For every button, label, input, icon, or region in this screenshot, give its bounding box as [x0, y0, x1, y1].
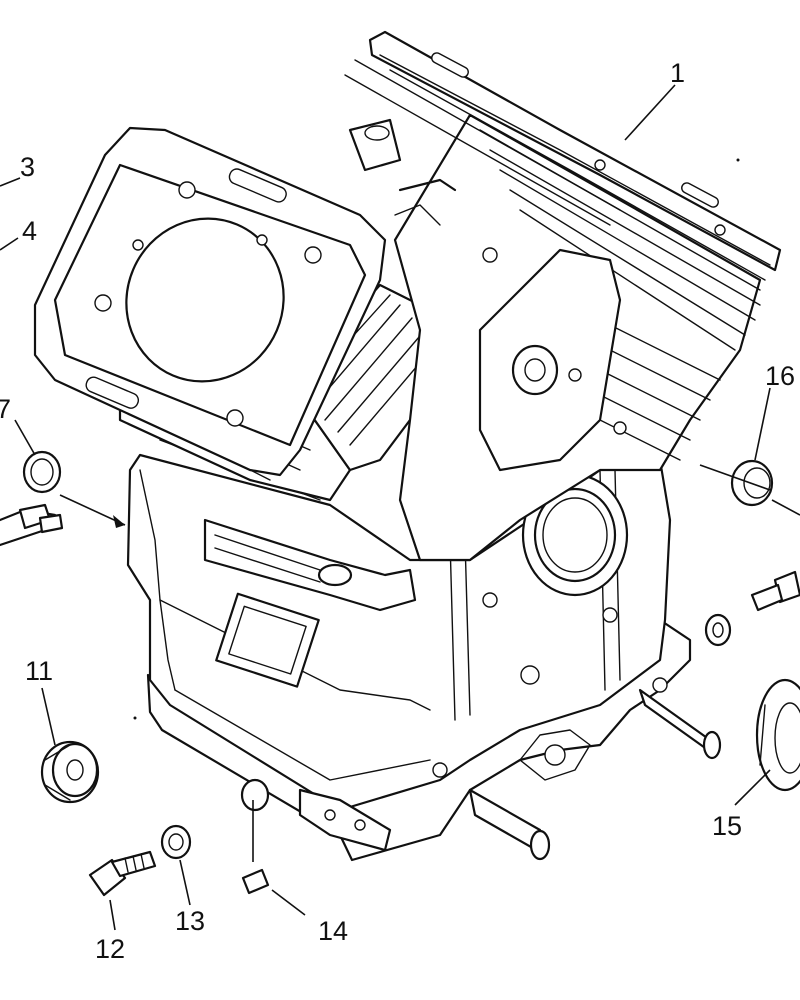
callout-13: 13: [175, 906, 205, 936]
wiring-harness: [0, 494, 126, 547]
callout-1: 1: [670, 58, 685, 88]
callout-16: 16: [765, 361, 795, 391]
washer-7: [22, 450, 62, 494]
callout-leaders: [0, 84, 800, 931]
stray-dot: [736, 158, 740, 162]
callout-12: 12: [95, 934, 125, 964]
main-bearing-boss: [521, 473, 629, 597]
callout-15: 15: [712, 811, 742, 841]
callout-labels: 1 3 4 7 11 12 13 14 15 16: [0, 58, 795, 964]
plug-14: [241, 800, 306, 916]
callout-14: 14: [318, 916, 348, 946]
bolt-right: [750, 570, 800, 612]
callout-11: 11: [25, 656, 53, 686]
cylinder-head-face: [33, 126, 387, 477]
washer-right: [704, 613, 732, 647]
washer-13: [160, 824, 192, 860]
stray-dot: [133, 716, 137, 720]
cylinder-2-fins: [348, 113, 762, 562]
callout-4: 4: [22, 216, 37, 246]
bearing-11: [40, 740, 100, 804]
oil-seal-15: [755, 678, 800, 792]
bolt-12: [88, 850, 157, 897]
callout-3: 3: [20, 152, 35, 182]
callout-7: 7: [0, 394, 11, 424]
head-gasket-1: [344, 30, 782, 281]
